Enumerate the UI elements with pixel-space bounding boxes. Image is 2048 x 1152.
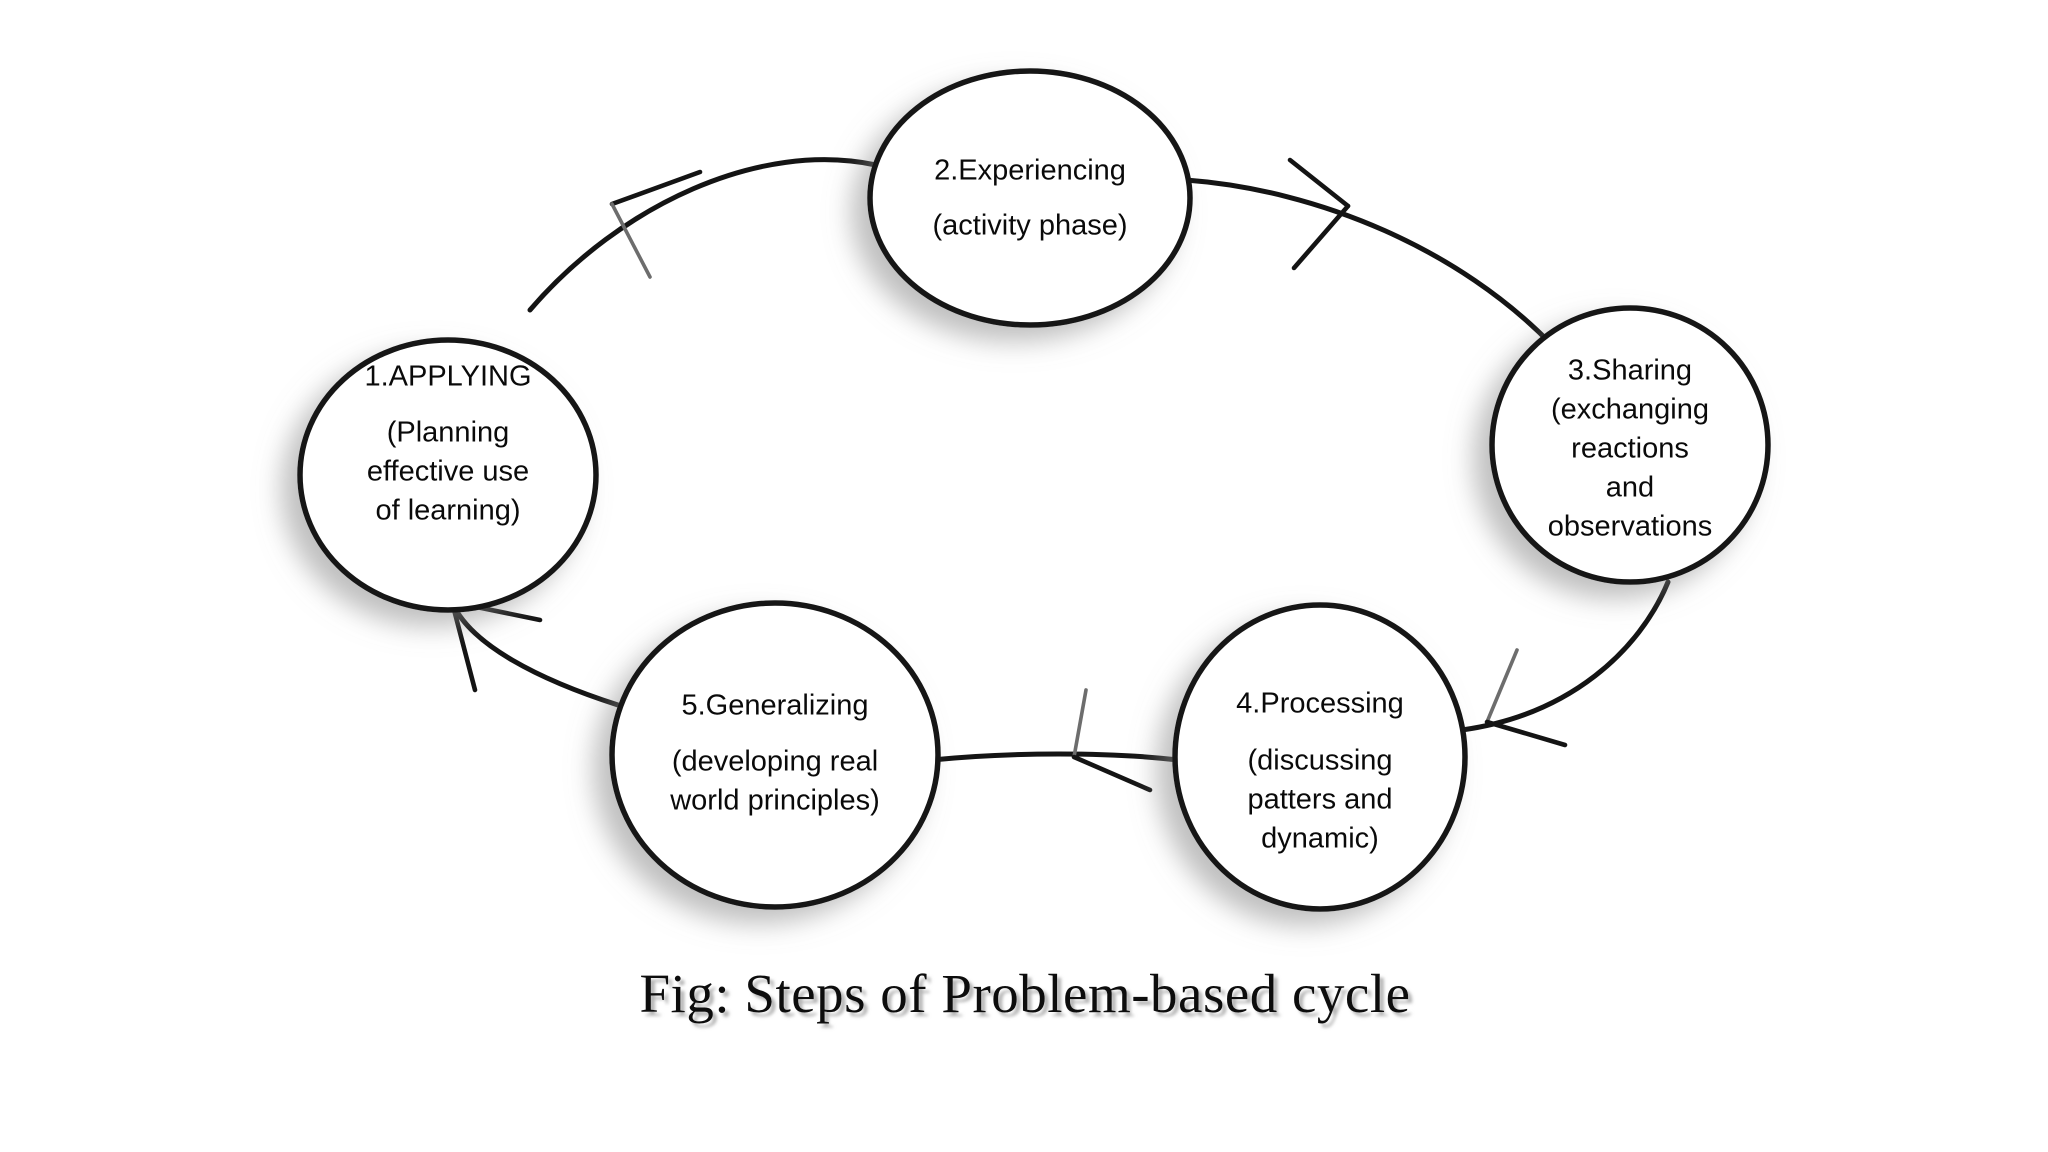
node-experiencing[interactable]: 2.Experiencing (activity phase) (867, 68, 1193, 328)
edge-2-3-arrowhead-barb-upper (1287, 157, 1351, 209)
node-generalizing-shape[interactable] (609, 600, 941, 910)
connector-processing-to-generalizing (929, 688, 1181, 793)
node-applying-title: 1.APPLYING (364, 361, 531, 393)
edge-1-2-arrowhead-barb-lower (610, 202, 652, 279)
node-sharing-shape[interactable] (1489, 305, 1771, 585)
edge-4-5-path (929, 751, 1181, 763)
edge-4-5-arrowhead-barb-lower (1071, 754, 1153, 793)
node-applying-line-1: (Planning (387, 417, 510, 449)
node-processing-line-3: dynamic) (1261, 823, 1379, 855)
edge-2-3-arrowhead-barb-lower (1291, 203, 1351, 271)
node-experiencing-title: 2.Experiencing (934, 155, 1126, 187)
node-generalizing-title: 5.Generalizing (682, 690, 869, 722)
node-applying[interactable]: 1.APPLYING (Planning effective use of le… (297, 337, 599, 613)
node-sharing-line-3: and (1606, 472, 1654, 504)
node-applying-line-3: of learning) (375, 495, 520, 527)
node-sharing-line-2: reactions (1571, 433, 1689, 465)
node-sharing-line-1: (exchanging (1551, 394, 1709, 426)
node-sharing-line-4: observations (1548, 511, 1712, 543)
node-generalizing-line-2: world principles) (669, 785, 880, 817)
connector-applying-to-experiencing (527, 157, 879, 313)
edge-1-2-arrowhead-barb-upper (609, 169, 703, 207)
node-processing-shape[interactable] (1172, 602, 1468, 912)
node-sharing-title: 3.Sharing (1568, 355, 1692, 387)
connector-generalizing-to-applying (449, 599, 621, 708)
node-experiencing-line-1: (activity phase) (932, 210, 1127, 242)
node-processing-line-2: patters and (1247, 784, 1392, 816)
edge-1-2-path (527, 157, 879, 313)
node-sharing[interactable]: 3.Sharing (exchanging reactions and obse… (1489, 305, 1771, 585)
figure-caption: Fig: Steps of Problem-based cycle (639, 963, 1410, 1024)
node-processing-title: 4.Processing (1236, 688, 1404, 720)
edge-3-4-path (1459, 579, 1671, 733)
edge-2-3-path (1183, 177, 1555, 348)
node-processing-line-1: (discussing (1247, 745, 1392, 777)
node-generalizing-line-1: (developing real (672, 746, 878, 778)
edge-3-4-arrowhead-barb-lower (1484, 719, 1568, 748)
node-generalizing[interactable]: 5.Generalizing (developing real world pr… (609, 600, 941, 910)
edge-5-1-path (449, 599, 621, 708)
node-applying-shape[interactable] (297, 337, 599, 613)
connector-sharing-to-processing (1459, 579, 1671, 748)
node-processing[interactable]: 4.Processing (discussing patters and dyn… (1172, 602, 1468, 912)
edge-5-1-arrowhead-barb-lower (449, 599, 478, 693)
edge-3-4-arrowhead-barb-upper (1485, 648, 1519, 724)
edge-4-5-arrowhead-barb-upper (1072, 688, 1088, 759)
connector-experiencing-to-sharing (1183, 157, 1555, 348)
figure-caption-text: Fig: Steps of Problem-based cycle (639, 963, 1410, 1024)
node-applying-line-2: effective use (367, 456, 529, 488)
node-experiencing-shape[interactable] (867, 68, 1193, 328)
